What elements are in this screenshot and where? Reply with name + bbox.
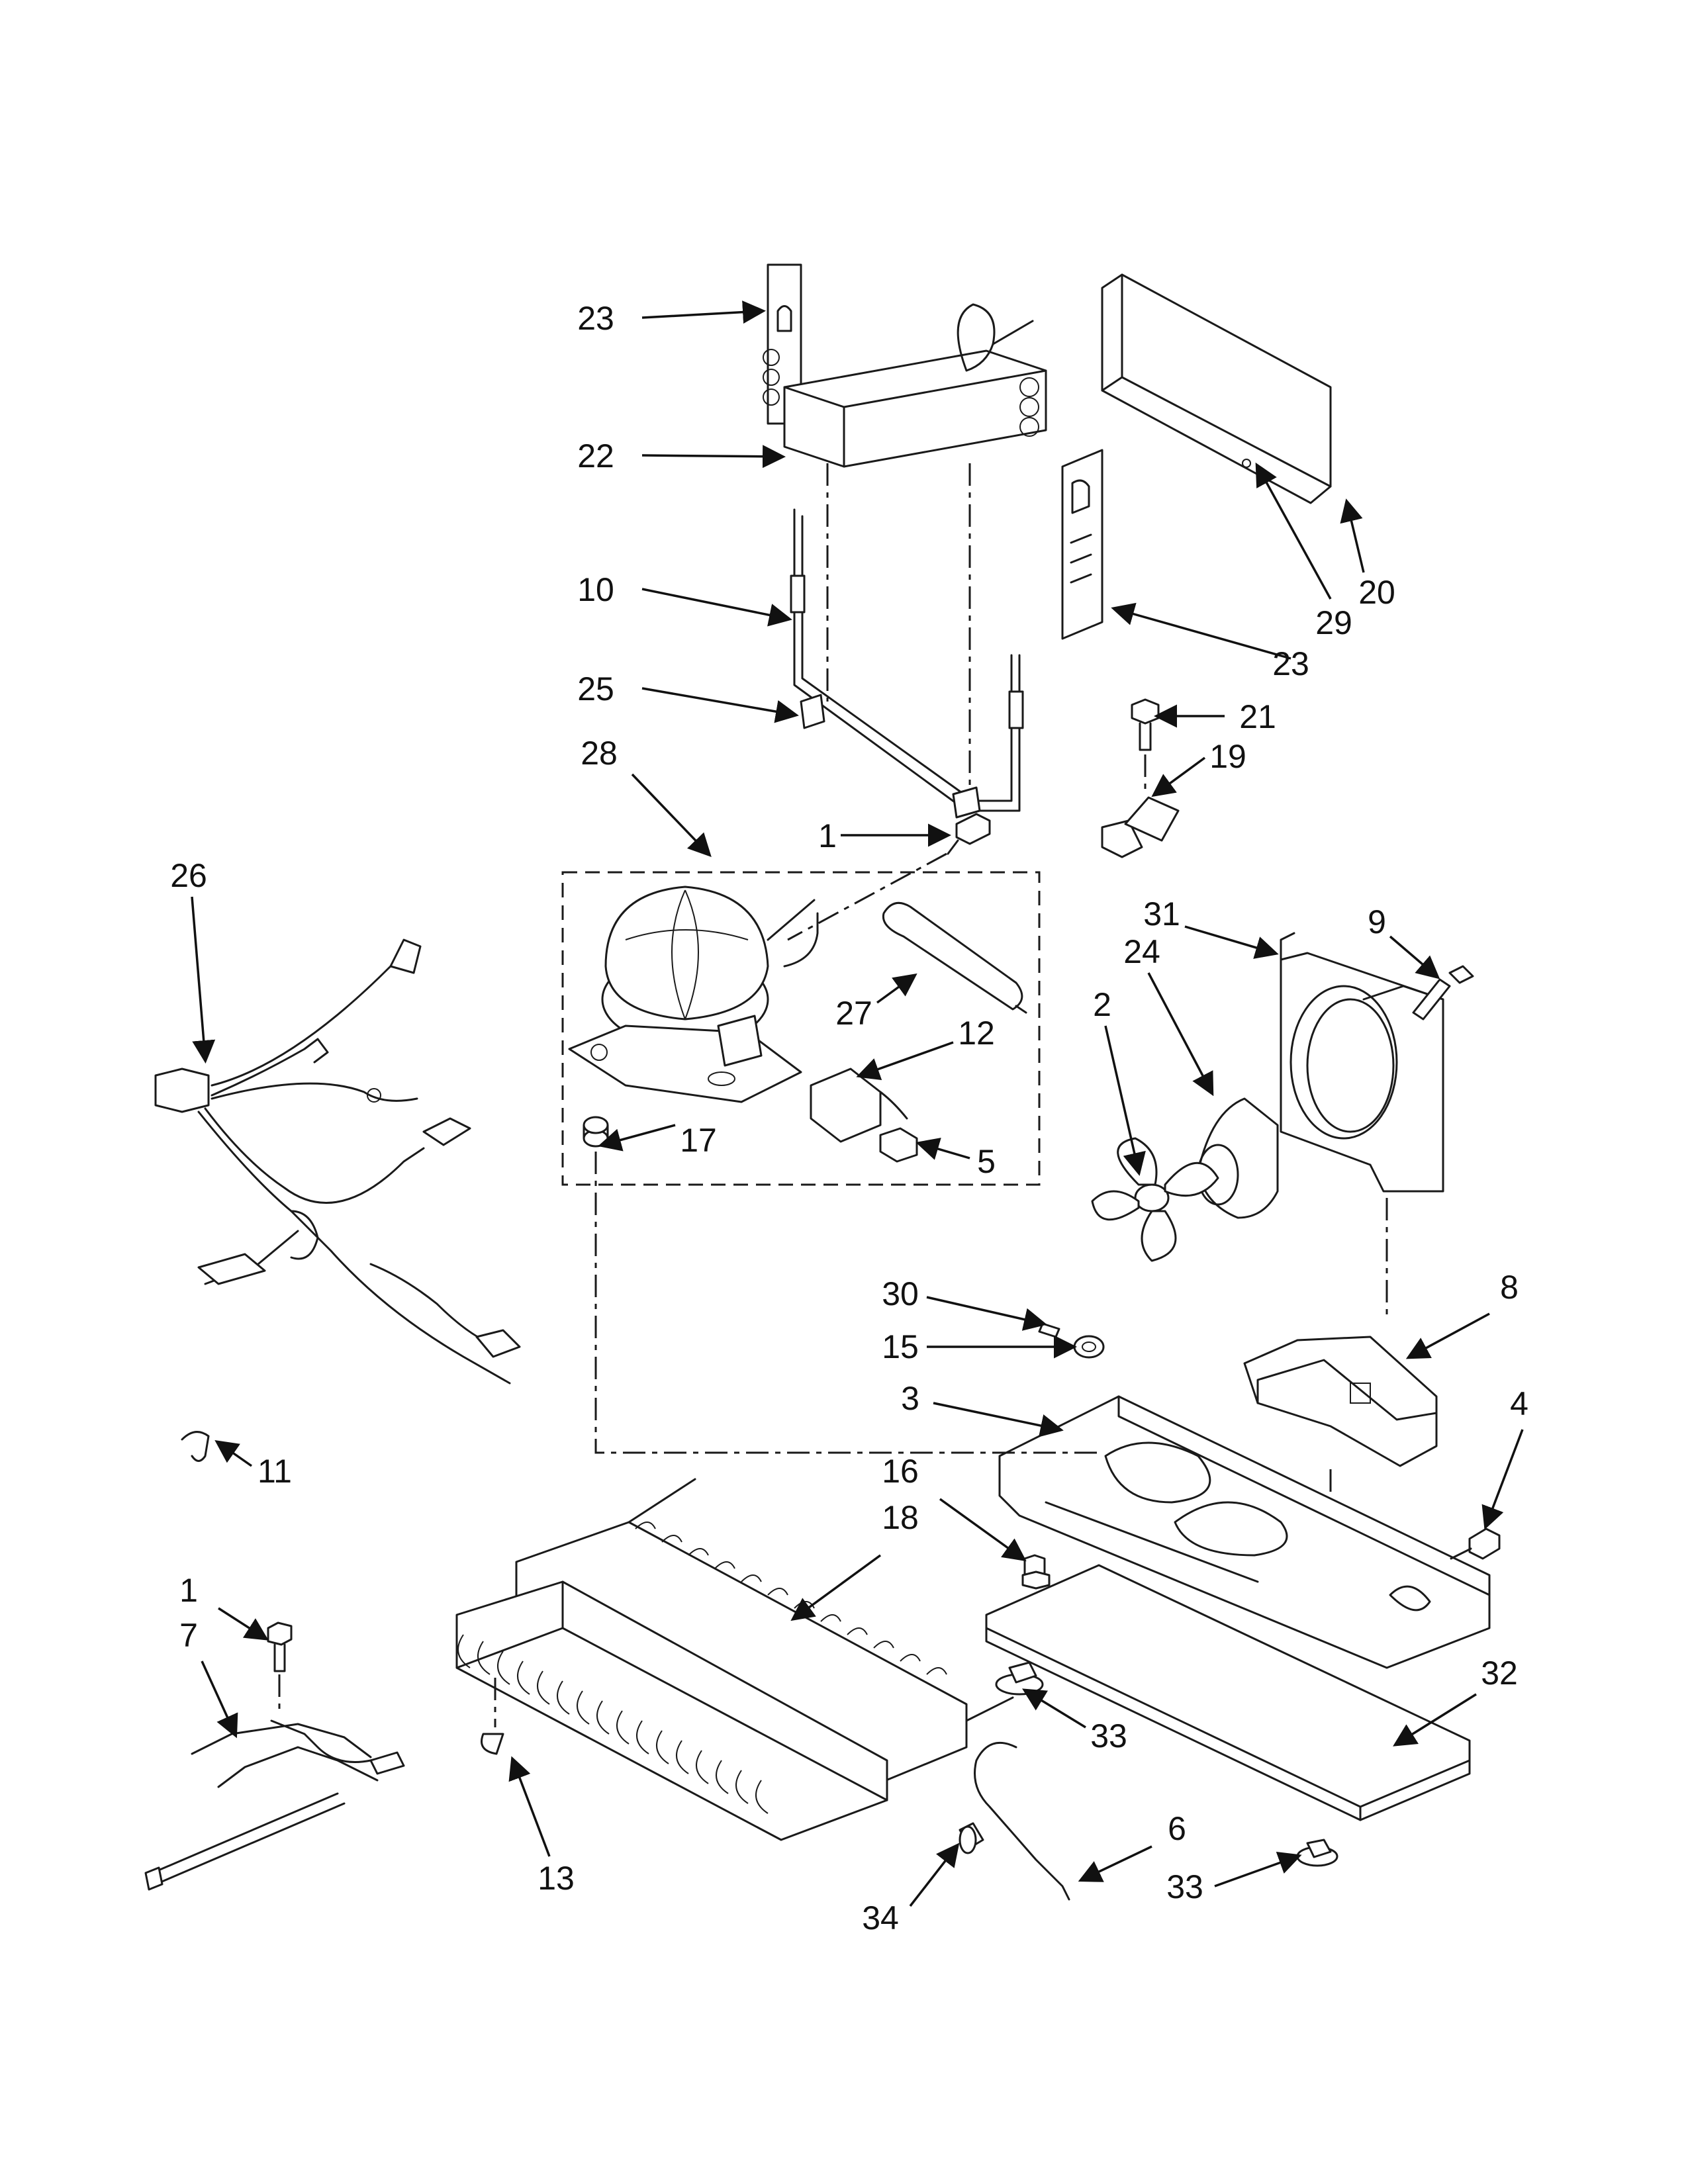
screw-1-bottom [267, 1621, 293, 1672]
callout-30: 30 [882, 1275, 919, 1312]
callout-33-mid: 33 [1090, 1717, 1127, 1754]
drain-cap [959, 1822, 984, 1854]
screw-1-top [947, 813, 991, 855]
grommet-15 [1073, 1335, 1105, 1359]
compressor [568, 886, 819, 1103]
fan-shroud [1280, 932, 1444, 1193]
duct-cover [1101, 273, 1332, 504]
evaporator-assembly [763, 263, 1047, 468]
relay-cover [879, 1127, 918, 1163]
mounting-bracket [1243, 1336, 1438, 1467]
callout-5: 5 [977, 1143, 996, 1180]
defrost-heater [790, 508, 1024, 819]
callout-1-bottom: 1 [179, 1572, 198, 1609]
callout-28: 28 [581, 735, 618, 772]
callout-24: 24 [1123, 933, 1160, 970]
leader-lines [191, 300, 1524, 1907]
wire-harness [154, 938, 521, 1385]
compressor-group-box [561, 871, 1041, 1186]
bracket-19 [1101, 796, 1180, 858]
clip-13 [481, 1733, 504, 1755]
screw-9 [1412, 965, 1474, 1021]
foot-33-bottom [1296, 1839, 1338, 1867]
callout-31: 31 [1143, 895, 1180, 933]
start-relay [810, 1068, 908, 1143]
clip-11 [181, 1431, 210, 1462]
callout-8: 8 [1500, 1269, 1519, 1306]
callout-21: 21 [1239, 698, 1276, 735]
callout-23-top: 23 [577, 300, 614, 337]
callout-9: 9 [1368, 903, 1386, 940]
callout-12: 12 [958, 1015, 995, 1052]
callout-10: 10 [577, 571, 614, 608]
callout-33-bottom: 33 [1166, 1868, 1203, 1905]
callout-7: 7 [179, 1617, 198, 1654]
callout-29: 29 [1315, 604, 1352, 641]
filter-drier [882, 901, 1027, 1014]
callout-17: 17 [680, 1122, 717, 1159]
screw-4 [1450, 1527, 1501, 1560]
screw-16 [1021, 1554, 1051, 1590]
callout-16: 16 [882, 1453, 919, 1490]
callout-labels: 23 22 10 25 28 26 1 27 12 17 5 20 29 23 … [170, 300, 1528, 1936]
callout-32: 32 [1481, 1655, 1518, 1692]
condenser-coil [455, 1478, 1014, 1841]
callout-15: 15 [882, 1328, 919, 1365]
drain-pan [985, 1564, 1471, 1821]
plug-30 [1038, 1322, 1060, 1338]
callout-22: 22 [577, 437, 614, 475]
callout-2: 2 [1093, 986, 1111, 1023]
screw-21 [1131, 698, 1160, 751]
callout-6: 6 [1168, 1810, 1186, 1847]
callout-13: 13 [538, 1860, 575, 1897]
callout-27: 27 [835, 995, 872, 1032]
callout-34: 34 [862, 1899, 899, 1936]
callout-18: 18 [882, 1499, 919, 1536]
foot-33-mid [995, 1661, 1044, 1696]
callout-26: 26 [170, 857, 207, 894]
wire-harness-7 [144, 1719, 405, 1891]
fan-motor [1197, 1097, 1279, 1219]
callout-1-top: 1 [818, 817, 837, 854]
callout-3: 3 [901, 1380, 919, 1417]
fan-blade [1091, 1137, 1219, 1262]
callout-25: 25 [577, 670, 614, 707]
grommet [583, 1116, 609, 1148]
callout-11: 11 [258, 1453, 292, 1490]
callout-19: 19 [1209, 738, 1246, 775]
evaporator-bracket-right [1061, 449, 1103, 640]
compressor-base [998, 1395, 1491, 1669]
callout-23-right: 23 [1272, 645, 1309, 682]
callout-20: 20 [1358, 574, 1395, 611]
drain-tube [974, 1741, 1070, 1901]
callout-4: 4 [1510, 1385, 1528, 1422]
